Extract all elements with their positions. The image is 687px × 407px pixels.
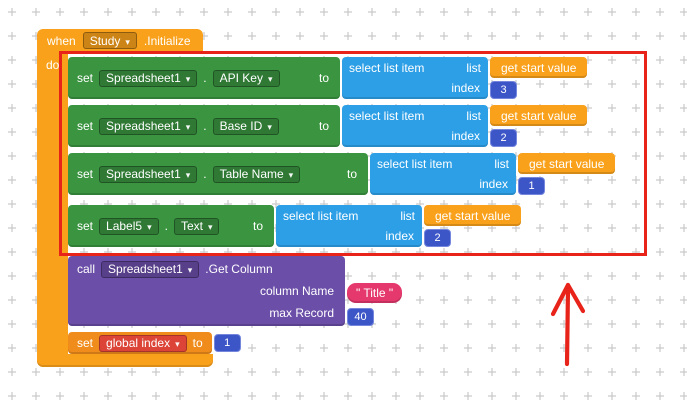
set-component-property-block[interactable]: set Label5 . Text to bbox=[68, 205, 274, 247]
select-list-item-label: select list item bbox=[349, 61, 425, 75]
to-label: to bbox=[318, 71, 329, 85]
set-component-property-block[interactable]: set Spreadsheet1 . Base ID to bbox=[68, 105, 340, 147]
chevron-down-icon bbox=[147, 220, 152, 232]
number-block[interactable]: 1 bbox=[213, 334, 241, 352]
set-global-variable-block[interactable]: set global index to bbox=[68, 332, 212, 354]
property-name: API Key bbox=[219, 71, 263, 85]
chevron-down-icon bbox=[188, 263, 193, 275]
dot-separator: . bbox=[164, 219, 168, 233]
param-label-max-record: max Record bbox=[269, 306, 334, 320]
set-global-row: set global index to 1 bbox=[68, 332, 241, 354]
chevron-down-icon bbox=[208, 220, 213, 232]
chevron-down-icon bbox=[125, 35, 130, 47]
select-list-item-label: select list item bbox=[377, 157, 453, 171]
do-label: do bbox=[46, 58, 60, 72]
get-start-value-block[interactable]: get start value bbox=[490, 57, 588, 78]
global-variable-dropdown[interactable]: global index bbox=[99, 334, 187, 352]
component-name: Spreadsheet1 bbox=[106, 71, 181, 85]
number-block[interactable]: 40 bbox=[347, 308, 374, 326]
select-list-item-block[interactable]: select list item list index bbox=[276, 205, 422, 247]
when-keyword: when bbox=[47, 33, 76, 48]
list-value-unit: select list item list index get start va… bbox=[276, 205, 522, 247]
component-name: Spreadsheet1 bbox=[106, 167, 181, 181]
component-name: Spreadsheet1 bbox=[106, 119, 181, 133]
select-list-item-block[interactable]: select list item list index bbox=[342, 105, 488, 147]
component-dropdown[interactable]: Spreadsheet1 bbox=[101, 260, 200, 278]
set-property-row: set Spreadsheet1 . Table Name to select … bbox=[68, 153, 616, 195]
set-property-row: set Label5 . Text to select list item li… bbox=[68, 205, 522, 247]
select-list-item-label: select list item bbox=[283, 209, 359, 223]
to-label: to bbox=[346, 167, 357, 181]
set-keyword: set bbox=[77, 71, 94, 85]
to-label: to bbox=[192, 336, 203, 350]
component-dropdown[interactable]: Spreadsheet1 bbox=[99, 117, 198, 135]
set-component-property-block[interactable]: set Spreadsheet1 . API Key to bbox=[68, 57, 340, 99]
select-list-item-block[interactable]: select list item list index bbox=[342, 57, 488, 99]
when-event-block[interactable]: when Study .Initialize bbox=[37, 29, 203, 52]
to-label: to bbox=[252, 219, 263, 233]
set-keyword: set bbox=[77, 336, 94, 350]
index-socket-label: index bbox=[385, 229, 414, 243]
index-number-block[interactable]: 2 bbox=[490, 129, 517, 147]
set-keyword: set bbox=[77, 119, 94, 133]
component-dropdown[interactable]: Label5 bbox=[99, 217, 159, 235]
list-socket-label: list bbox=[466, 109, 481, 123]
index-socket-label: index bbox=[451, 129, 480, 143]
event-component-dropdown[interactable]: Study bbox=[82, 32, 137, 49]
event-block-bottom[interactable] bbox=[37, 354, 213, 367]
chevron-down-icon bbox=[186, 120, 191, 132]
get-start-value-block[interactable]: get start value bbox=[518, 153, 616, 174]
chevron-down-icon bbox=[186, 168, 191, 180]
chevron-down-icon bbox=[268, 72, 273, 84]
list-value-unit: select list item list index get start va… bbox=[342, 57, 588, 99]
chevron-down-icon bbox=[175, 337, 180, 349]
dot-separator: . bbox=[203, 167, 207, 181]
call-method-block[interactable]: call Spreadsheet1 .Get Column column Nam… bbox=[68, 256, 345, 326]
event-block-spine[interactable] bbox=[37, 51, 68, 355]
event-name-label: .Initialize bbox=[143, 33, 191, 48]
event-component-name: Study bbox=[89, 33, 121, 48]
chevron-down-icon bbox=[289, 168, 294, 180]
get-start-value-block[interactable]: get start value bbox=[424, 205, 522, 226]
set-keyword: set bbox=[77, 219, 94, 233]
index-number-block[interactable]: 2 bbox=[424, 229, 451, 247]
property-dropdown[interactable]: Table Name bbox=[212, 165, 301, 183]
chevron-down-icon bbox=[186, 72, 191, 84]
to-label: to bbox=[318, 119, 329, 133]
property-name: Text bbox=[180, 219, 203, 233]
component-name: Label5 bbox=[106, 219, 143, 233]
index-number-block[interactable]: 1 bbox=[518, 177, 545, 195]
list-value-unit: select list item list index get start va… bbox=[342, 105, 588, 147]
property-dropdown[interactable]: Base ID bbox=[212, 117, 279, 135]
dot-separator: . bbox=[203, 119, 207, 133]
dot-separator: . bbox=[203, 71, 207, 85]
select-list-item-block[interactable]: select list item list index bbox=[370, 153, 516, 195]
select-list-item-label: select list item bbox=[349, 109, 425, 123]
chevron-down-icon bbox=[267, 120, 272, 132]
text-string-block[interactable]: " Title " bbox=[347, 283, 403, 303]
set-keyword: set bbox=[77, 167, 94, 181]
component-name: Spreadsheet1 bbox=[108, 262, 183, 276]
list-socket-label: list bbox=[400, 209, 415, 223]
list-value-unit: select list item list index get start va… bbox=[370, 153, 616, 195]
index-number-block[interactable]: 3 bbox=[490, 81, 517, 99]
global-variable-name: global index bbox=[106, 336, 171, 350]
index-socket-label: index bbox=[451, 81, 480, 95]
property-dropdown[interactable]: API Key bbox=[212, 69, 280, 87]
set-property-row: set Spreadsheet1 . Base ID to select lis… bbox=[68, 105, 588, 147]
property-name: Table Name bbox=[219, 167, 284, 181]
list-socket-label: list bbox=[494, 157, 509, 171]
component-dropdown[interactable]: Spreadsheet1 bbox=[99, 165, 198, 183]
method-name-label: .Get Column bbox=[205, 262, 273, 276]
list-socket-label: list bbox=[466, 61, 481, 75]
property-name: Base ID bbox=[219, 119, 263, 133]
component-dropdown[interactable]: Spreadsheet1 bbox=[99, 69, 198, 87]
get-start-value-block[interactable]: get start value bbox=[490, 105, 588, 126]
set-component-property-block[interactable]: set Spreadsheet1 . Table Name to bbox=[68, 153, 368, 195]
call-keyword: call bbox=[77, 262, 96, 276]
set-property-row: set Spreadsheet1 . API Key to select lis… bbox=[68, 57, 588, 99]
param-label-column-name: column Name bbox=[259, 284, 334, 298]
index-socket-label: index bbox=[479, 177, 508, 191]
property-dropdown[interactable]: Text bbox=[173, 217, 220, 235]
